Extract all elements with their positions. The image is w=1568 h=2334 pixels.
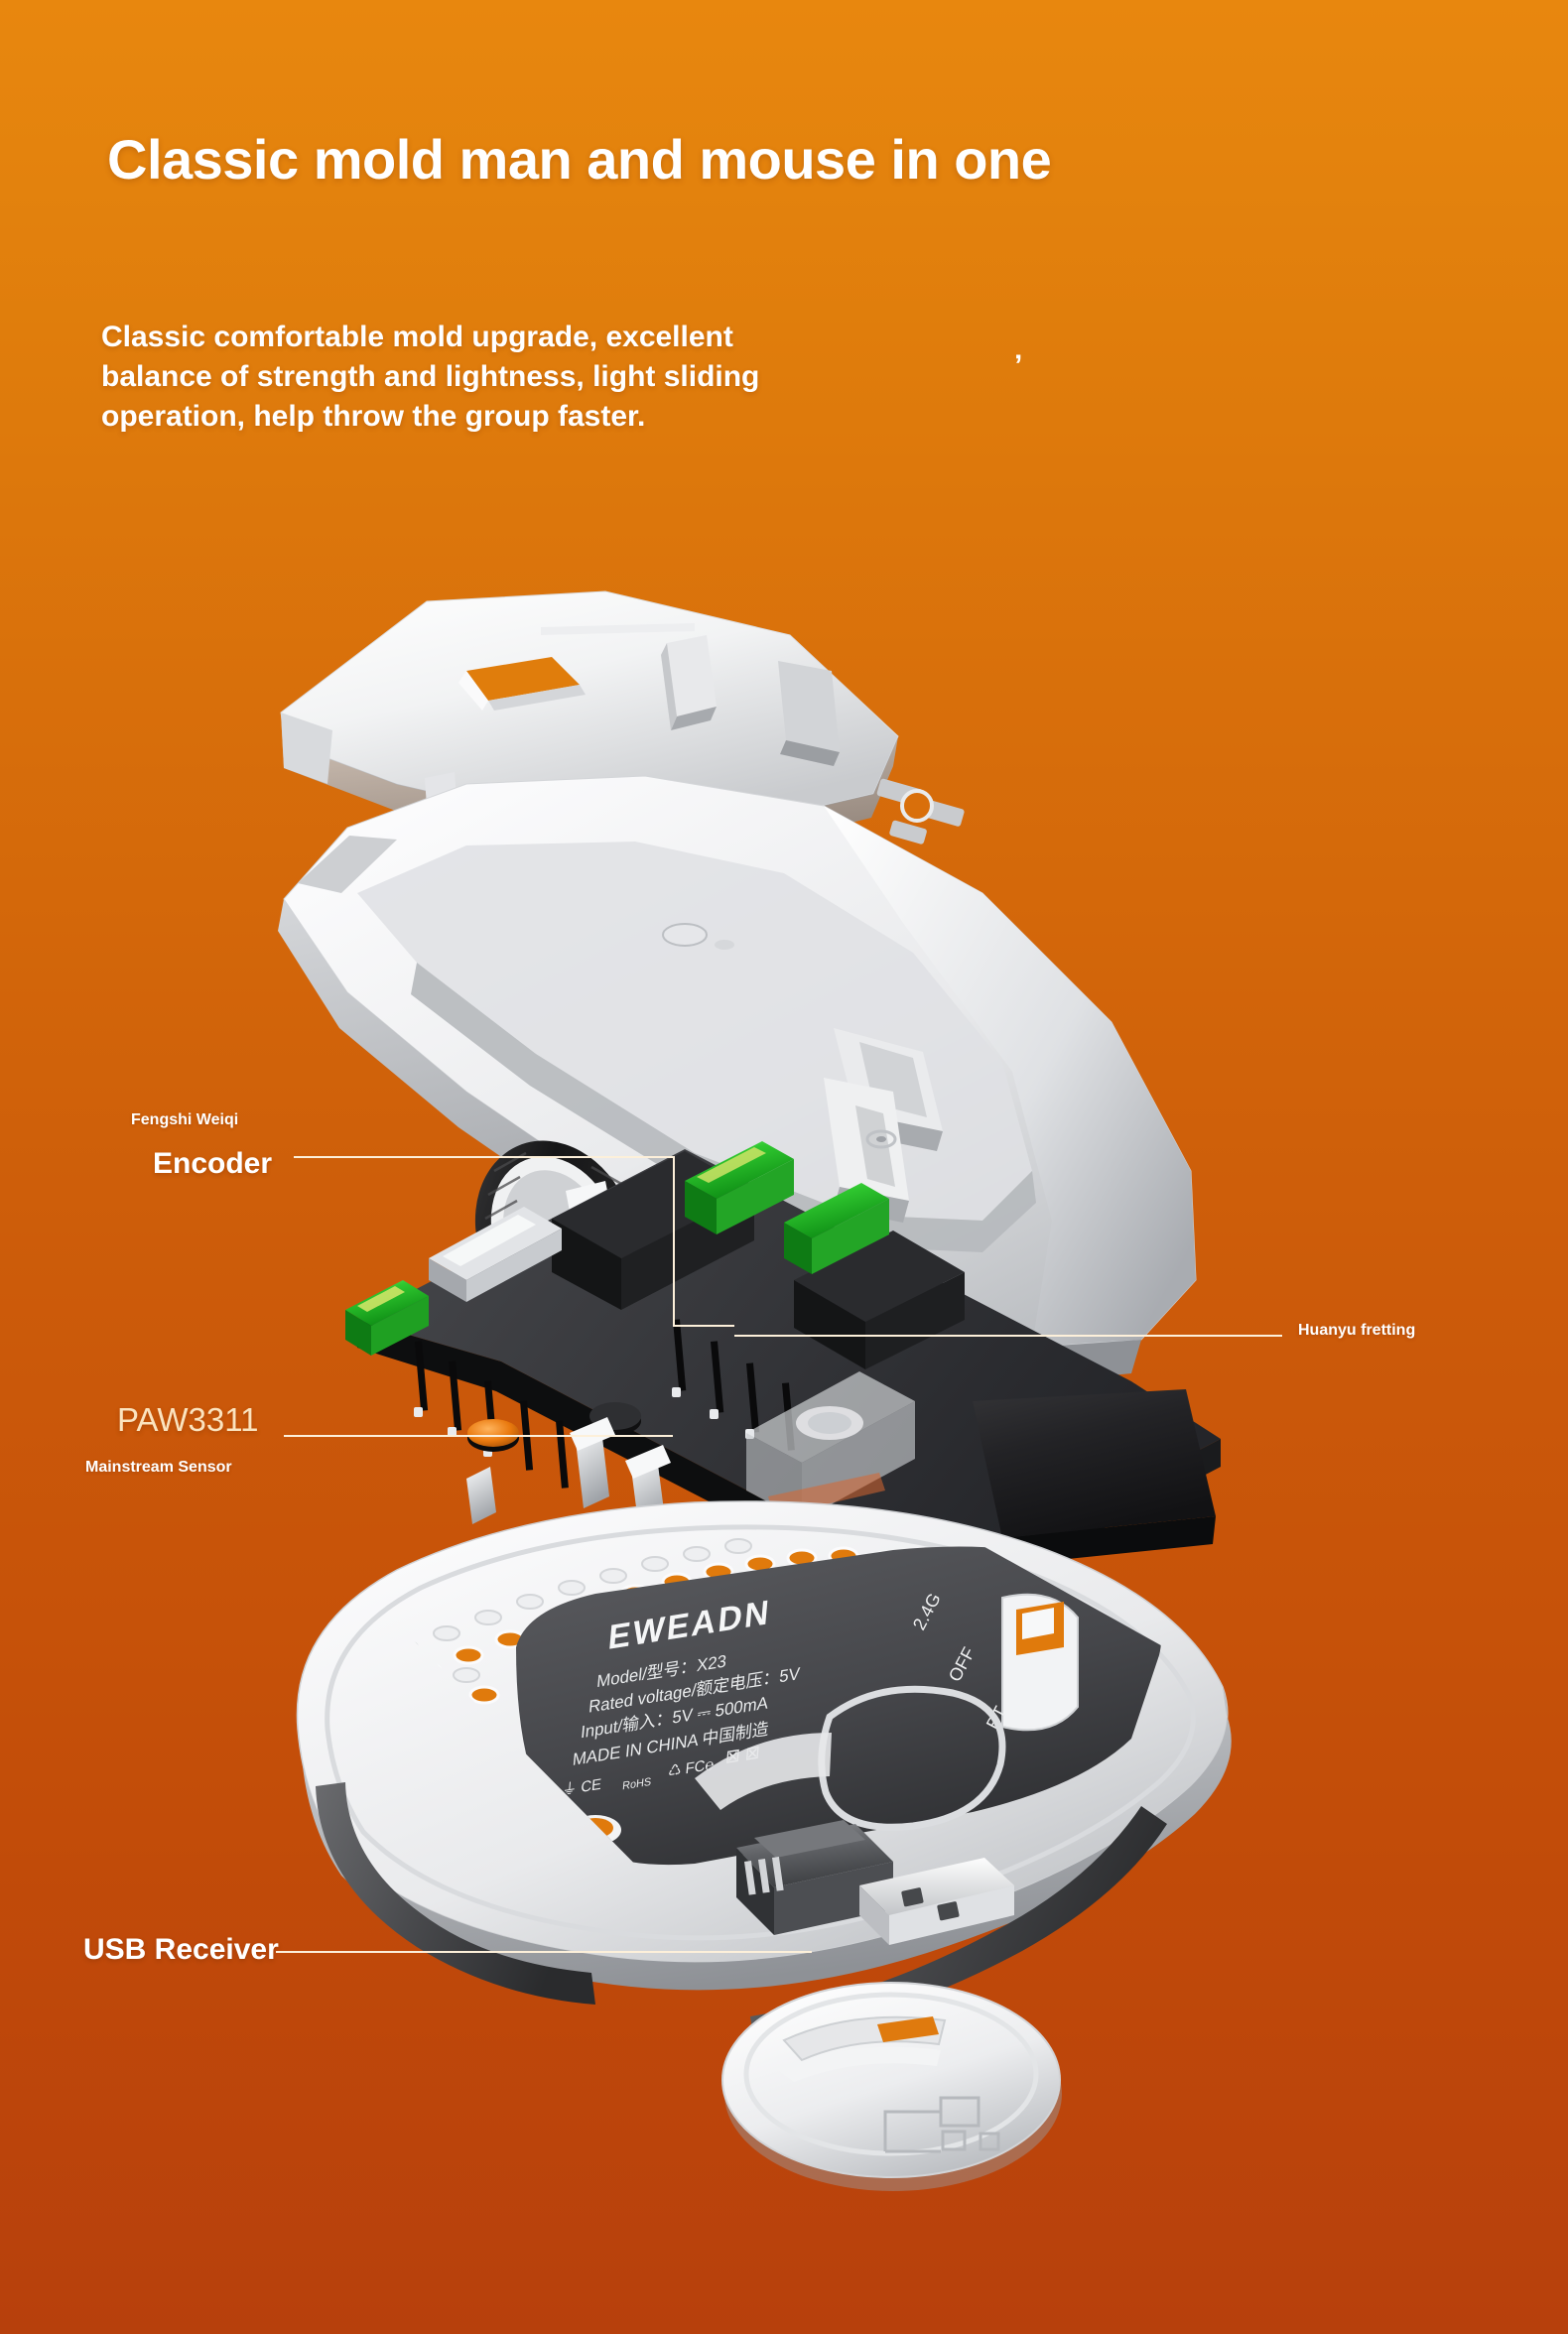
svg-text:EWEADN: EWEADN xyxy=(606,1594,772,1657)
callout-sensor-sublabel: Mainstream Sensor xyxy=(85,1459,232,1476)
page-title: Classic mold man and mouse in one xyxy=(107,128,1052,191)
svg-text:⏚ CE: ⏚ CE xyxy=(562,1776,602,1799)
main-pcb-board xyxy=(345,1141,1221,1618)
product-label-text: EWEADN Model/型号：X23 Rated voltage/额定电压：5… xyxy=(532,1594,801,1867)
mode-switch: 2.4G OFF BT xyxy=(909,1590,1079,1733)
subheading-line-1: Classic comfortable mold upgrade, excell… xyxy=(101,321,733,353)
mouse-upper-body xyxy=(278,775,1197,1387)
green-micro-switches xyxy=(345,1141,889,1356)
mouse-top-shell xyxy=(280,590,899,851)
stray-apostrophe: ’ xyxy=(1014,349,1023,382)
switch-label-bt: BT xyxy=(982,1703,1010,1733)
svg-text:Input/输入：5V ⎓ 500mA: Input/输入：5V ⎓ 500mA xyxy=(580,1692,769,1742)
svg-text:MADE IN CHINA 中国制造: MADE IN CHINA 中国制造 xyxy=(572,1719,769,1770)
svg-text:Rated voltage/额定电压：5V: Rated voltage/额定电压：5V xyxy=(588,1663,801,1717)
callout-usb-receiver-label: USB Receiver xyxy=(83,1933,279,1966)
leader-line-encoder-foot xyxy=(673,1325,734,1327)
leader-line-microswitch-stem xyxy=(734,1335,1223,1337)
dpi-label: DPI xyxy=(517,1793,551,1819)
callout-encoder-label: Encoder xyxy=(153,1147,273,1180)
subheading-line-3: operation, help throw the group faster. xyxy=(101,399,646,433)
mouse-skate-right xyxy=(750,1806,1167,2044)
subheading-line-2: balance of strength and lightness, light… xyxy=(101,359,760,393)
svg-text:Model/型号：X23: Model/型号：X23 xyxy=(596,1650,727,1691)
svg-text:Code key: Code key xyxy=(532,1835,604,1867)
callout-encoder-sublabel: Fengshi Weiqi xyxy=(131,1111,239,1128)
callout-microswitch: Huanyu fretting xyxy=(1298,1322,1415,1340)
svg-text:⊠ ⊠: ⊠ ⊠ xyxy=(724,1741,761,1767)
switch-label-24g: 2.4G xyxy=(909,1590,945,1633)
leader-line-encoder-drop xyxy=(673,1156,675,1327)
callout-usb-receiver: USB Receiver xyxy=(83,1933,279,1967)
callout-sensor: PAW3311 Mainstream Sensor xyxy=(85,1401,259,1477)
round-battery-cap xyxy=(721,1982,1062,2191)
svg-text:RoHS: RoHS xyxy=(622,1776,652,1793)
svg-text:♺ FC℮: ♺ FC℮ xyxy=(668,1756,716,1780)
leader-line-sensor xyxy=(284,1435,673,1437)
leader-line-usb-receiver xyxy=(276,1951,812,1953)
callout-encoder: Fengshi Weiqi Encoder xyxy=(131,1111,272,1181)
svg-text:对码键: 对码键 xyxy=(536,1815,588,1843)
usb-icon xyxy=(883,2096,1000,2153)
mouse-skate-left xyxy=(316,1782,595,2005)
switch-label-off: OFF xyxy=(945,1644,980,1685)
subheading: Classic comfortable mold upgrade, excell… xyxy=(101,318,1014,437)
callout-microswitch-label: Huanyu fretting xyxy=(1298,1322,1416,1339)
leader-line-encoder xyxy=(294,1156,673,1158)
mouse-bottom-plate: EWEADN Model/型号：X23 Rated voltage/额定电压：5… xyxy=(296,1500,1232,2044)
vent-hole-pattern xyxy=(333,1538,1026,1840)
scroll-wheel xyxy=(474,1140,637,1331)
usb-nano-receiver xyxy=(736,1820,1014,1945)
callout-sensor-label: PAW3311 xyxy=(117,1401,259,1438)
leader-line-microswitch xyxy=(1221,1335,1282,1337)
